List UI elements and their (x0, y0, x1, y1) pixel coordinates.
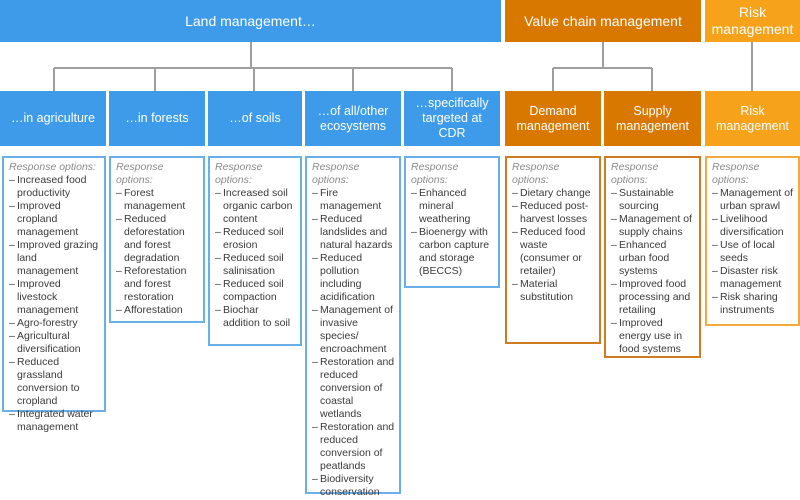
list-item: Reforestation and forest restoration (116, 265, 199, 304)
list-item: Afforestation (116, 304, 199, 317)
list-item: Fire management (312, 187, 395, 213)
list-item: Forest management (116, 187, 199, 213)
list-item: Improved livestock management (9, 278, 100, 317)
list-item: Restoration and reduced conversion of pe… (312, 421, 395, 473)
land-management-header: Land management… (0, 0, 501, 42)
card-title: Response options: (712, 161, 760, 186)
subheader-other-ecosystems: …of all/other ecosystems (305, 91, 401, 146)
list-item: Dietary change (512, 187, 595, 200)
options-card-demand-management: Response options: Dietary change Reduced… (505, 156, 601, 344)
value-chain-management-header: Value chain management (505, 0, 701, 42)
list-item: Disaster risk management (712, 265, 794, 291)
subheader-forests: …in forests (109, 91, 205, 146)
list-item: Sustainable sourcing (611, 187, 695, 213)
list-item: Reduced soil salinisation (215, 252, 296, 278)
list-item: Restoration and reduced conversion of co… (312, 356, 395, 421)
subheader-agriculture: …in agriculture (0, 91, 106, 146)
list-item: Reduced post-harvest losses (512, 200, 595, 226)
list-item: Management of supply chains (611, 213, 695, 239)
subheader-demand-management: Demand management (505, 91, 601, 146)
card-title: Response options: (611, 161, 659, 186)
card-title: Response options: (312, 161, 360, 186)
list-item: Reduced grassland conversion to cropland (9, 356, 100, 408)
card-title: Response options: (116, 161, 164, 186)
options-card-cdr: Response options: Enhanced mineral weath… (404, 156, 500, 288)
list-item: Reduced soil erosion (215, 226, 296, 252)
list-item: Reduced food waste (consumer or retailer… (512, 226, 595, 278)
list-item: Biodiversity conservation (312, 473, 395, 499)
list-item: Bioenergy with carbon capture and storag… (411, 226, 494, 278)
subheader-risk-management: Risk management (705, 91, 800, 146)
list-item: Use of local seeds (712, 239, 794, 265)
list-item: Improved cropland management (9, 200, 100, 239)
list-item: Improved energy use in food systems (611, 317, 695, 356)
risk-management-header: Risk management (705, 0, 800, 42)
subheader-soils: …of soils (208, 91, 302, 146)
options-card-other-ecosystems: Response options: Fire management Reduce… (305, 156, 401, 498)
list-item: Risk sharing instruments (712, 291, 794, 317)
card-title: Response options: (512, 161, 560, 186)
list-item: Reduced landslides and natural hazards (312, 213, 395, 252)
list-item: Agro-forestry (9, 317, 100, 330)
list-item: Increased soil organic carbon content (215, 187, 296, 226)
list-item: Enhanced mineral weathering (411, 187, 494, 226)
list-item: Increased food productivity (9, 174, 100, 200)
subheader-supply-management: Supply management (604, 91, 701, 146)
list-item: Reduced pollution including acidificatio… (312, 252, 395, 304)
list-item: Improved grazing land management (9, 239, 100, 278)
list-item: Biochar addition to soil (215, 304, 296, 330)
list-item: Enhanced urban food systems (611, 239, 695, 278)
list-item: Agricultural diversification (9, 330, 100, 356)
list-item: Livelihood diversification (712, 213, 794, 239)
list-item: Improved food processing and retailing (611, 278, 695, 317)
list-item: Reduced soil compaction (215, 278, 296, 304)
card-title: Response options: (9, 161, 96, 173)
list-item: Management of urban sprawl (712, 187, 794, 213)
options-card-supply-management: Response options: Sustainable sourcing M… (604, 156, 701, 358)
options-card-soils: Response options: Increased soil organic… (208, 156, 302, 346)
card-title: Response options: (215, 161, 263, 186)
list-item: Reduced deforestation and forest degrada… (116, 213, 199, 265)
subheader-cdr: …specifically targeted at CDR (404, 91, 500, 146)
card-title: Response options: (411, 161, 459, 186)
options-card-risk-management: Response options: Management of urban sp… (705, 156, 800, 326)
list-item: Material substitution (512, 278, 595, 304)
options-card-agriculture: Response options: Increased food product… (2, 156, 106, 433)
options-card-forests: Response options: Forest management Redu… (109, 156, 205, 323)
list-item: Management of invasive species/ encroach… (312, 304, 395, 356)
list-item: Integrated water management (9, 408, 100, 434)
